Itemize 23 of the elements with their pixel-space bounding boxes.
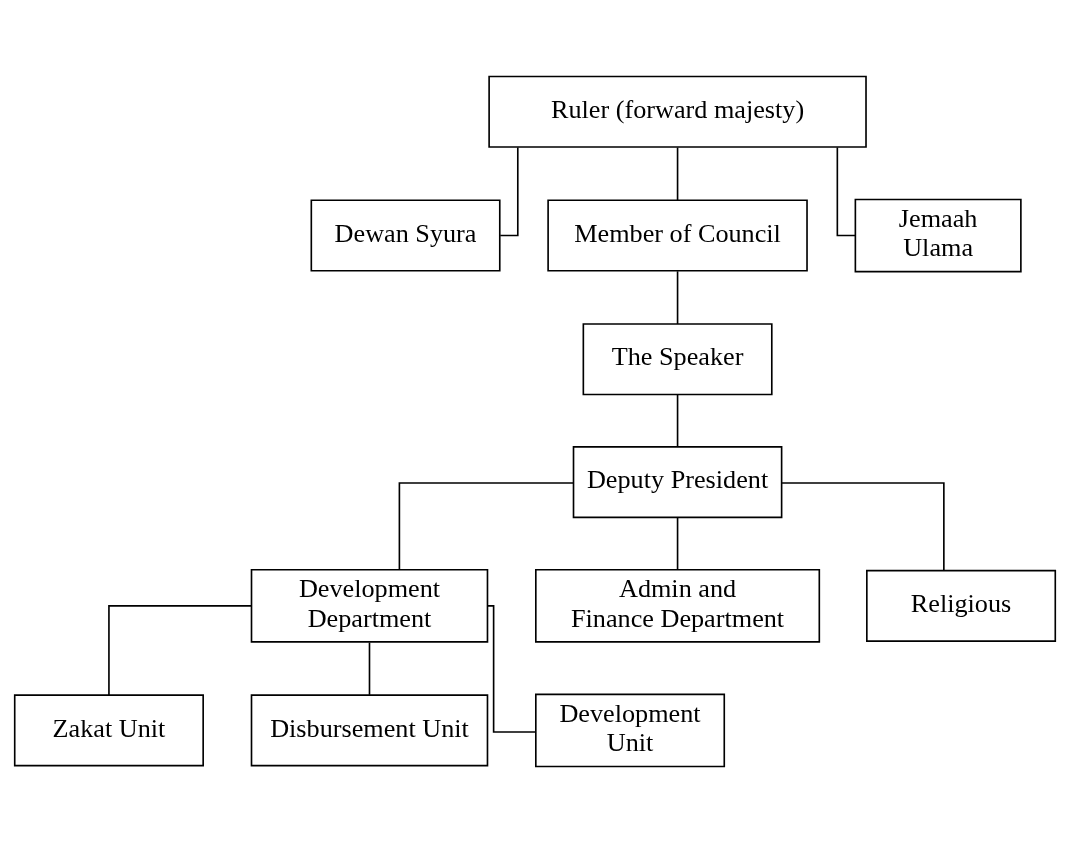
connector: [676, 270, 679, 325]
connector: [486, 605, 537, 733]
node-box: Development Department: [250, 568, 489, 643]
connector: [108, 605, 253, 696]
connector: [676, 146, 679, 202]
connector: [836, 146, 857, 237]
node-box: Development Unit: [535, 693, 726, 768]
connector: [368, 641, 371, 696]
node-box: Zakat Unit: [13, 694, 204, 767]
node-box: Member of Council: [547, 199, 808, 272]
node-box: Deputy President: [572, 446, 783, 519]
connector: [676, 393, 679, 448]
connector: [781, 482, 945, 572]
node-box: Jemaah Ulama: [854, 198, 1022, 273]
connector: [398, 482, 575, 571]
node-box: Dewan Syura: [310, 199, 501, 272]
connector: [499, 146, 519, 237]
node-box: Admin and Finance Department: [535, 568, 821, 643]
connector: [676, 517, 679, 571]
node-box: The Speaker: [582, 323, 773, 396]
node-box: Ruler (forward majesty): [488, 75, 867, 148]
node-box: Religious: [866, 569, 1057, 642]
node-box: Disbursement Unit: [250, 694, 489, 767]
